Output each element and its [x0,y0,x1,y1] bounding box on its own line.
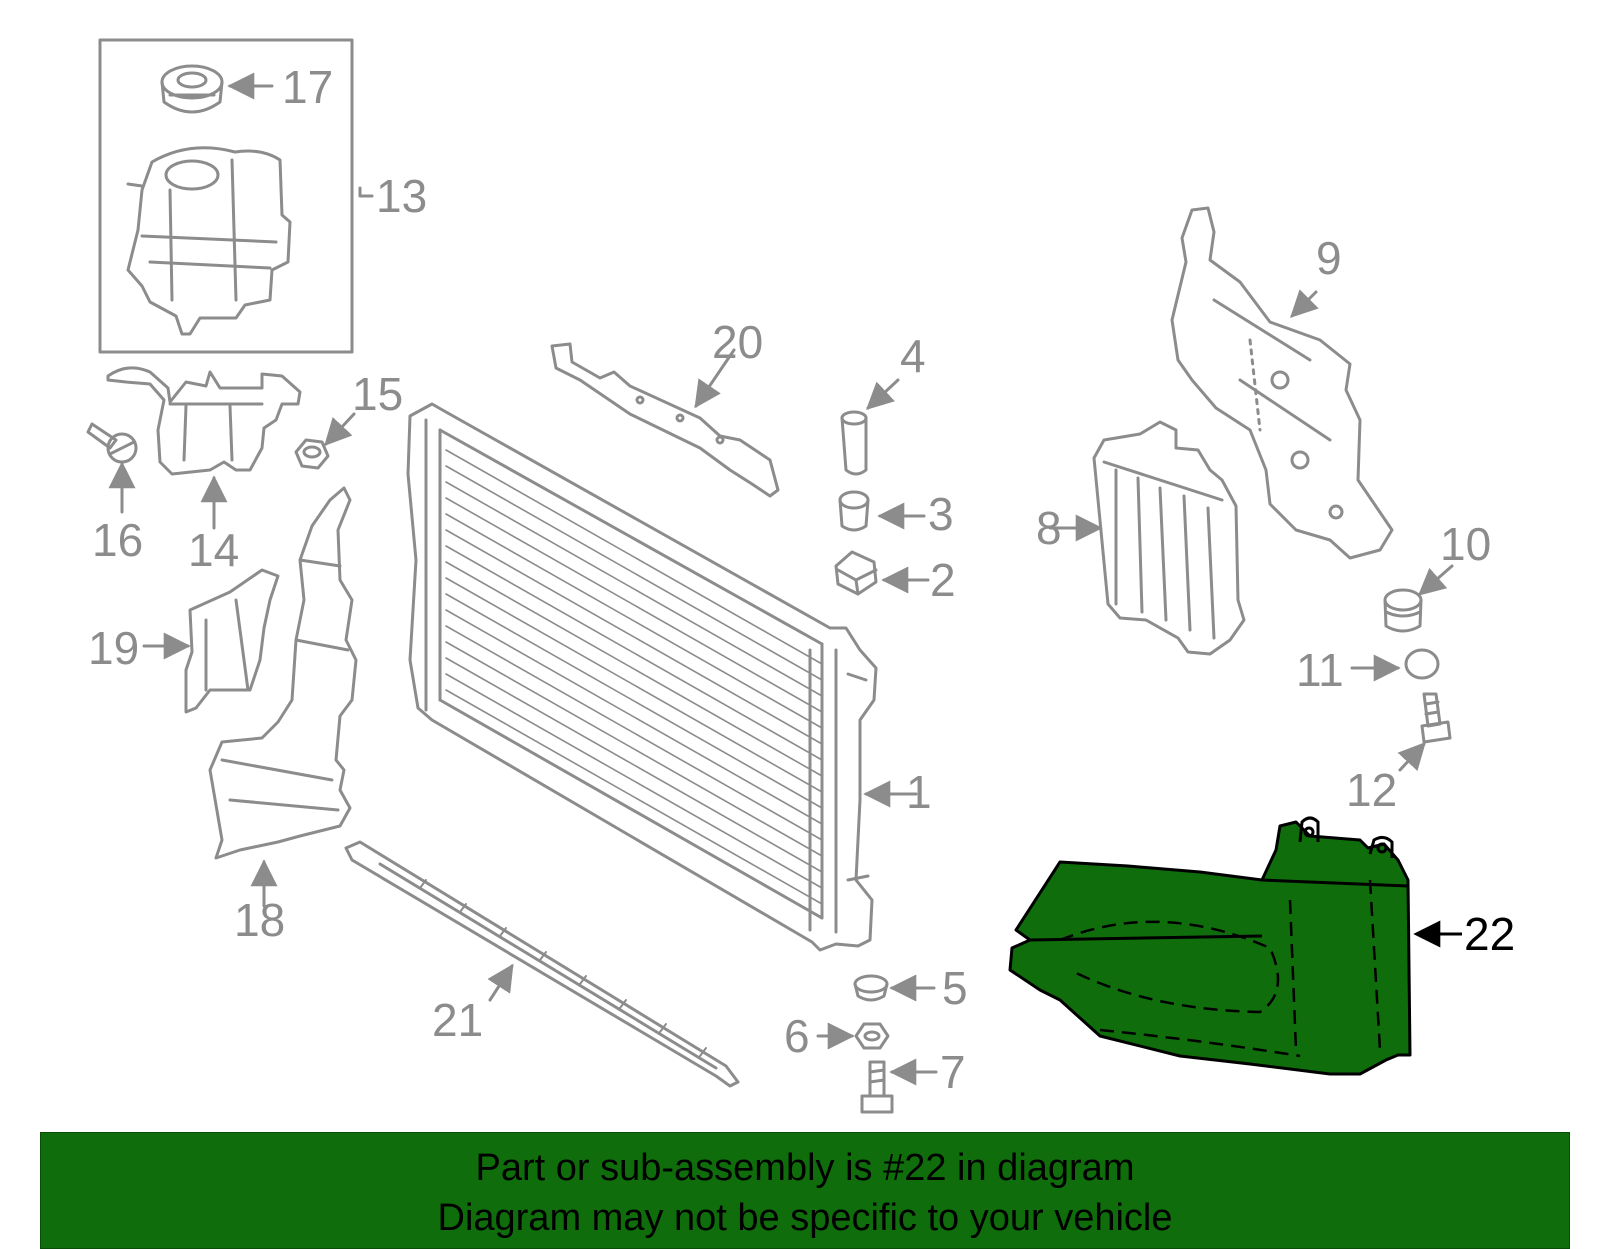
part-12-bolt[interactable] [1420,692,1452,744]
callout-17: 17 [282,61,333,113]
part-15-nut[interactable] [294,438,330,470]
part-17-cap[interactable] [160,64,224,114]
part-3-sleeve[interactable] [838,490,870,532]
callout-11: 11 [1296,644,1344,696]
info-banner: Part or sub-assembly is #22 in diagram D… [40,1132,1570,1249]
callout-20: 20 [712,316,763,368]
callout-12: 12 [1346,764,1397,816]
callout-2: 2 [930,554,956,606]
callout-14: 14 [188,524,239,576]
callout-9: 9 [1316,232,1342,284]
part-14-bracket[interactable] [106,366,302,476]
callout-22-leader: 22 [1413,908,1515,960]
part-18-air-guide[interactable] [208,486,358,860]
callout-10: 10 [1440,518,1491,570]
part-20-upper-bar[interactable] [550,342,780,498]
callout-8: 8 [1036,502,1062,554]
part-9-bracket[interactable] [1170,206,1394,560]
part-10-grommet[interactable] [1383,588,1423,633]
callout-5: 5 [942,962,968,1014]
callout-4: 4 [900,330,926,382]
callout-16: 16 [92,514,143,566]
callout-1: 1 [906,766,932,818]
part-1-radiator[interactable] [406,402,878,952]
leader-lines [108,72,1454,1086]
callout-22: 22 [1464,908,1515,960]
banner-line-1: Part or sub-assembly is #22 in diagram [475,1147,1135,1189]
callout-19: 19 [88,622,139,674]
callout-3: 3 [928,488,954,540]
banner-line-2: Diagram may not be specific to your vehi… [437,1197,1173,1239]
part-13-reservoir-kit[interactable] [98,38,354,354]
callout-6: 6 [784,1010,810,1062]
part-7-bolt[interactable] [860,1060,894,1114]
part-8-cooler[interactable] [1092,420,1246,656]
part-22-air-duct-highlighted[interactable] [1008,816,1412,1076]
part-16-bolt[interactable] [86,422,138,464]
part-2-mount[interactable] [834,550,878,596]
part-5-grommet[interactable] [853,974,889,1002]
part-4-pin[interactable] [840,410,868,476]
callout-7: 7 [940,1046,966,1098]
part-19-air-guide[interactable] [184,568,280,714]
callout-21: 21 [432,994,483,1046]
part-11-o-ring[interactable] [1404,648,1440,680]
callout-13: 13 [376,170,427,222]
part-6-nut[interactable] [854,1022,890,1050]
part-21-lower-bar[interactable] [344,840,740,1088]
callout-18: 18 [234,894,285,946]
callout-15: 15 [352,368,403,420]
